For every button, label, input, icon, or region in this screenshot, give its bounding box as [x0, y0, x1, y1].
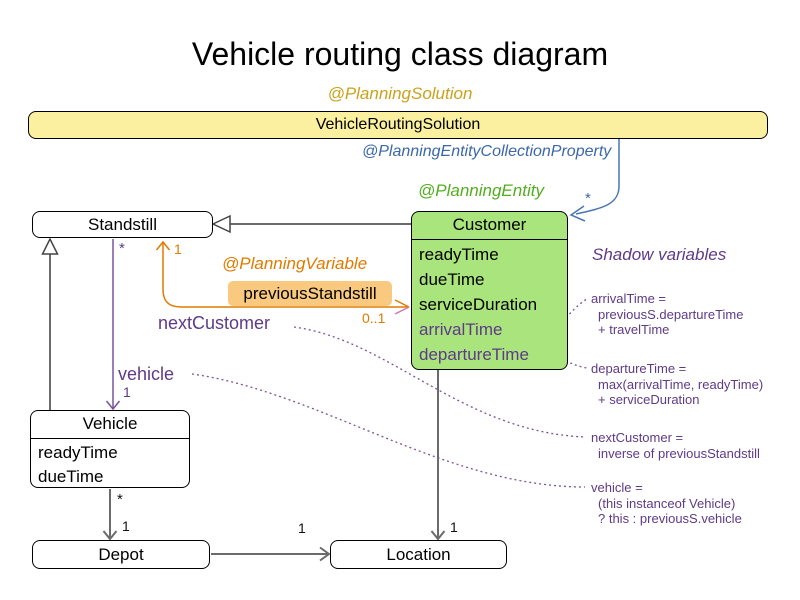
multiplicity-vehicle-one: 1 [123, 384, 131, 400]
shadow-note-vehicle: vehicle = (this instanceof Vehicle) ? th… [591, 480, 742, 527]
attribute-departure-time: departureTime [419, 345, 529, 364]
arrowhead-location-left [319, 546, 331, 562]
arrowhead-customer-right [569, 205, 586, 222]
planning-variable-line-previous-standstill [162, 243, 408, 308]
note-line: vehicle = [591, 480, 643, 495]
note-line: previousS.departureTime [598, 306, 744, 322]
customer-attribute-list: readyTime dueTime serviceDuration arriva… [412, 242, 567, 367]
shadow-variables-heading: Shadow variables [592, 245, 727, 264]
planning-entity-collection-property-annotation: @PlanningEntityCollectionProperty [362, 143, 612, 160]
shadow-note-departure-time: departureTime = max(arrivalTime, readyTi… [591, 361, 763, 408]
class-name-location: Location [386, 545, 451, 564]
previous-standstill-label: previousStandstill [228, 281, 392, 306]
multiplicity-previous-one: 1 [174, 241, 182, 257]
class-name-customer: Customer [412, 212, 567, 240]
class-box-location: Location [330, 540, 507, 569]
shadow-note-arrival-time: arrivalTime = previousS.departureTime + … [591, 291, 743, 338]
collection-line-solution-customer [575, 139, 620, 215]
diagram-title: Vehicle routing class diagram [191, 36, 609, 72]
arrowhead-depot-top [102, 530, 118, 541]
attribute-arrival-time: arrivalTime [419, 320, 503, 339]
class-box-vehicle-routing-solution: VehicleRoutingSolution [28, 111, 768, 139]
note-line: + travelTime [598, 322, 670, 337]
planning-entity-annotation: @PlanningEntity [418, 181, 544, 200]
arrowhead-customer-left-pink [394, 306, 410, 315]
class-box-vehicle: Vehicle readyTime dueTime [30, 410, 190, 488]
class-box-depot: Depot [32, 540, 210, 569]
multiplicity-depot-location-one: 1 [298, 520, 306, 536]
next-customer-label: nextCustomer [158, 313, 271, 333]
class-box-standstill: Standstill [32, 211, 213, 238]
class-name-vehicle-routing-solution: VehicleRoutingSolution [315, 116, 481, 133]
note-line: departureTime = [591, 361, 687, 376]
attribute-ready-time: readyTime [419, 245, 499, 264]
note-line: nextCustomer = [591, 430, 684, 445]
note-line: max(arrivalTime, readyTime) [598, 376, 764, 392]
class-name-vehicle: Vehicle [31, 411, 189, 439]
class-name-standstill: Standstill [88, 215, 157, 234]
note-line: (this instanceof Vehicle) [598, 495, 736, 511]
class-box-customer: Customer readyTime dueTime serviceDurati… [411, 211, 568, 370]
arrowhead-vehicle-top [105, 400, 121, 411]
vehicle-attribute-list: readyTime dueTime [31, 441, 189, 489]
attribute-vehicle-ready-time: readyTime [38, 443, 118, 462]
arrowhead-customer-left-orange [394, 299, 410, 308]
multiplicity-customer-location-one: 1 [450, 519, 458, 535]
class-name-depot: Depot [98, 545, 144, 564]
planning-solution-annotation: @PlanningSolution [327, 84, 473, 103]
note-line: + serviceDuration [598, 392, 700, 407]
inheritance-triangle-standstill-right [211, 214, 231, 234]
attribute-vehicle-due-time: dueTime [38, 467, 104, 486]
arrowhead-standstill-bottom [155, 240, 171, 251]
multiplicity-solution-customer-star: * [585, 190, 591, 207]
vehicle-label: vehicle [118, 364, 175, 384]
note-line: ? this : previousS.vehicle [598, 511, 742, 526]
dotted-link-vehicle [191, 373, 586, 488]
planning-variable-annotation: @PlanningVariable [222, 254, 368, 273]
multiplicity-vehicle-depot-one: 1 [122, 518, 130, 534]
note-line: inverse of previousStandstill [598, 445, 760, 461]
arrowhead-location-top [430, 530, 446, 541]
shadow-note-next-customer: nextCustomer = inverse of previousStands… [591, 430, 760, 461]
attribute-due-time: dueTime [419, 270, 485, 289]
inheritance-triangle-standstill-bottom [41, 237, 59, 255]
multiplicity-previous-zero-to-one: 0..1 [362, 310, 386, 326]
multiplicity-standstill-star: * [119, 240, 125, 257]
attribute-service-duration: serviceDuration [419, 295, 538, 314]
multiplicity-vehicle-depot-star: * [117, 491, 123, 508]
note-line: arrivalTime = [591, 291, 667, 306]
